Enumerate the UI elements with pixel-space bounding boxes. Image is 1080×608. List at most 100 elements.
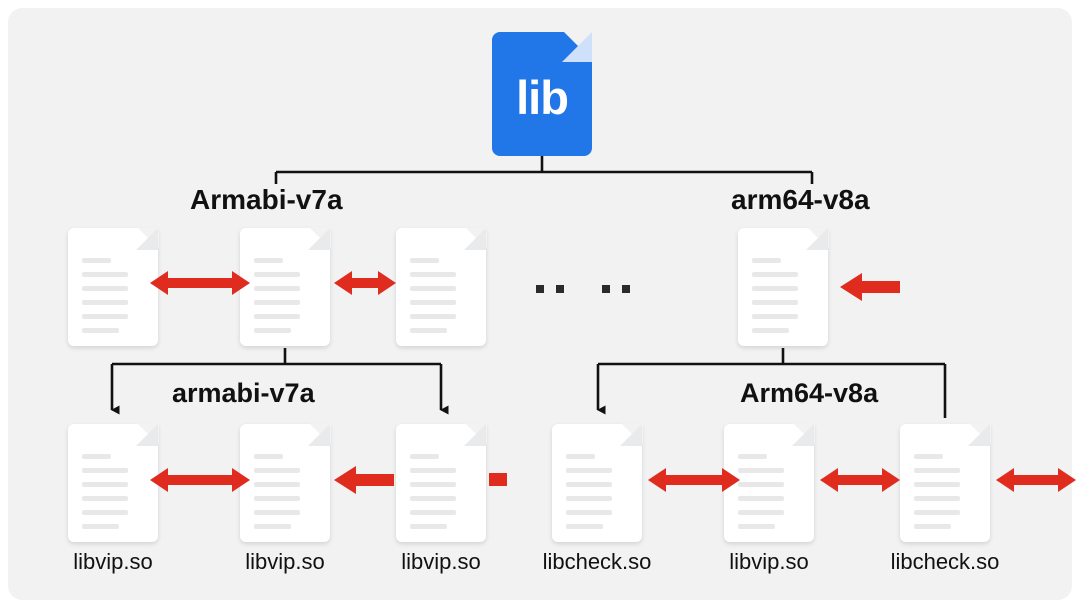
doc-corner-fold: [792, 424, 814, 446]
doc-corner-fold: [136, 424, 158, 446]
doc-text-line: [254, 300, 300, 305]
doc-text-line: [566, 496, 612, 501]
doc-text-line: [752, 300, 798, 305]
doc-text-line: [82, 468, 128, 473]
tier1-label-armabi-v7a: Armabi-v7a: [190, 184, 343, 215]
doc-corner-fold: [464, 424, 486, 446]
doc-text-line: [410, 328, 448, 333]
doc-text-line: [254, 524, 292, 529]
doc-text-line: [566, 468, 612, 473]
doc-text-line: [82, 482, 128, 487]
doc-text-line: [82, 286, 128, 291]
doc-text-line: [914, 454, 943, 459]
doc-text-line: [254, 328, 292, 333]
file-label-2: libvip.so: [245, 549, 325, 574]
doc-text-line: [82, 328, 120, 333]
doc-arm64-1[interactable]: [738, 227, 829, 346]
doc-text-line: [82, 496, 128, 501]
doc-text-line: [752, 314, 798, 319]
doc-text-lines: [566, 454, 628, 529]
doc-corner-fold: [308, 424, 330, 446]
lib-icon-fold: [562, 32, 592, 62]
tier1-label-arm64-v8a: arm64-v8a: [731, 184, 870, 215]
doc-text-line: [752, 272, 798, 277]
ellipsis-dots: [536, 285, 630, 293]
doc-text-line: [254, 286, 300, 291]
doc-text-line: [254, 496, 300, 501]
doc-text-line: [82, 314, 128, 319]
doc-text-line: [410, 258, 439, 263]
doc-text-line: [738, 496, 784, 501]
doc-text-line: [914, 510, 960, 515]
doc-armabi-1[interactable]: [68, 227, 159, 346]
doc-text-lines: [254, 258, 316, 333]
doc-text-line: [254, 482, 300, 487]
doc-text-line: [914, 468, 960, 473]
doc-text-line: [410, 286, 456, 291]
tier2-label-arm64-v8a: Arm64-v8a: [740, 378, 879, 408]
doc-text-line: [410, 314, 456, 319]
doc-text-lines: [410, 258, 472, 333]
doc-text-line: [82, 258, 111, 263]
doc-text-line: [752, 328, 790, 333]
doc-armabi-2[interactable]: [240, 227, 331, 346]
doc-text-line: [752, 258, 781, 263]
doc-text-lines: [752, 258, 814, 333]
doc-text-line: [82, 454, 111, 459]
doc-corner-fold: [308, 228, 330, 250]
doc-text-line: [566, 454, 595, 459]
lib-icon-label: lib: [516, 70, 569, 124]
doc-text-line: [738, 482, 784, 487]
doc-text-line: [82, 300, 128, 305]
doc-corner-fold: [136, 228, 158, 250]
doc-text-line: [254, 454, 283, 459]
doc-corner-fold: [620, 424, 642, 446]
doc-text-line: [410, 482, 456, 487]
doc-text-line: [254, 258, 283, 263]
file-2[interactable]: [240, 423, 331, 542]
doc-text-line: [82, 272, 128, 277]
doc-text-line: [410, 272, 456, 277]
file-label-4: libcheck.so: [542, 549, 652, 574]
doc-armabi-3[interactable]: [396, 227, 487, 346]
doc-corner-fold: [968, 424, 990, 446]
doc-text-lines: [254, 454, 316, 529]
file-label-5: libvip.so: [729, 549, 809, 574]
doc-text-line: [738, 510, 784, 515]
doc-text-line: [566, 482, 612, 487]
doc-text-line: [914, 482, 960, 487]
doc-text-line: [566, 510, 612, 515]
doc-text-line: [410, 468, 456, 473]
tier2-label-armabi-v7a: armabi-v7a: [172, 378, 315, 408]
doc-text-line: [410, 496, 456, 501]
doc-text-lines: [82, 454, 144, 529]
doc-text-line: [410, 510, 456, 515]
doc-text-line: [254, 272, 300, 277]
doc-text-lines: [410, 454, 472, 529]
doc-text-lines: [82, 258, 144, 333]
file-label-6: libcheck.so: [890, 549, 1000, 574]
file-label-3: libvip.so: [401, 549, 481, 574]
doc-text-line: [82, 510, 128, 515]
file-label-1: libvip.so: [73, 549, 153, 574]
doc-text-line: [410, 454, 439, 459]
doc-text-line: [914, 524, 952, 529]
doc-text-line: [82, 524, 120, 529]
doc-text-line: [752, 286, 798, 291]
doc-corner-fold: [806, 228, 828, 250]
doc-text-line: [410, 524, 448, 529]
doc-text-line: [914, 496, 960, 501]
doc-text-line: [738, 468, 784, 473]
doc-text-line: [738, 524, 776, 529]
doc-text-line: [566, 524, 604, 529]
doc-text-line: [738, 454, 767, 459]
file-3[interactable]: [396, 423, 487, 542]
doc-text-line: [254, 510, 300, 515]
lib-file-icon[interactable]: lib: [492, 31, 593, 156]
doc-text-line: [254, 468, 300, 473]
doc-text-line: [254, 314, 300, 319]
file-5[interactable]: [724, 423, 815, 542]
file-4[interactable]: [552, 423, 643, 542]
file-1[interactable]: [68, 423, 159, 542]
file-6[interactable]: [900, 423, 991, 542]
